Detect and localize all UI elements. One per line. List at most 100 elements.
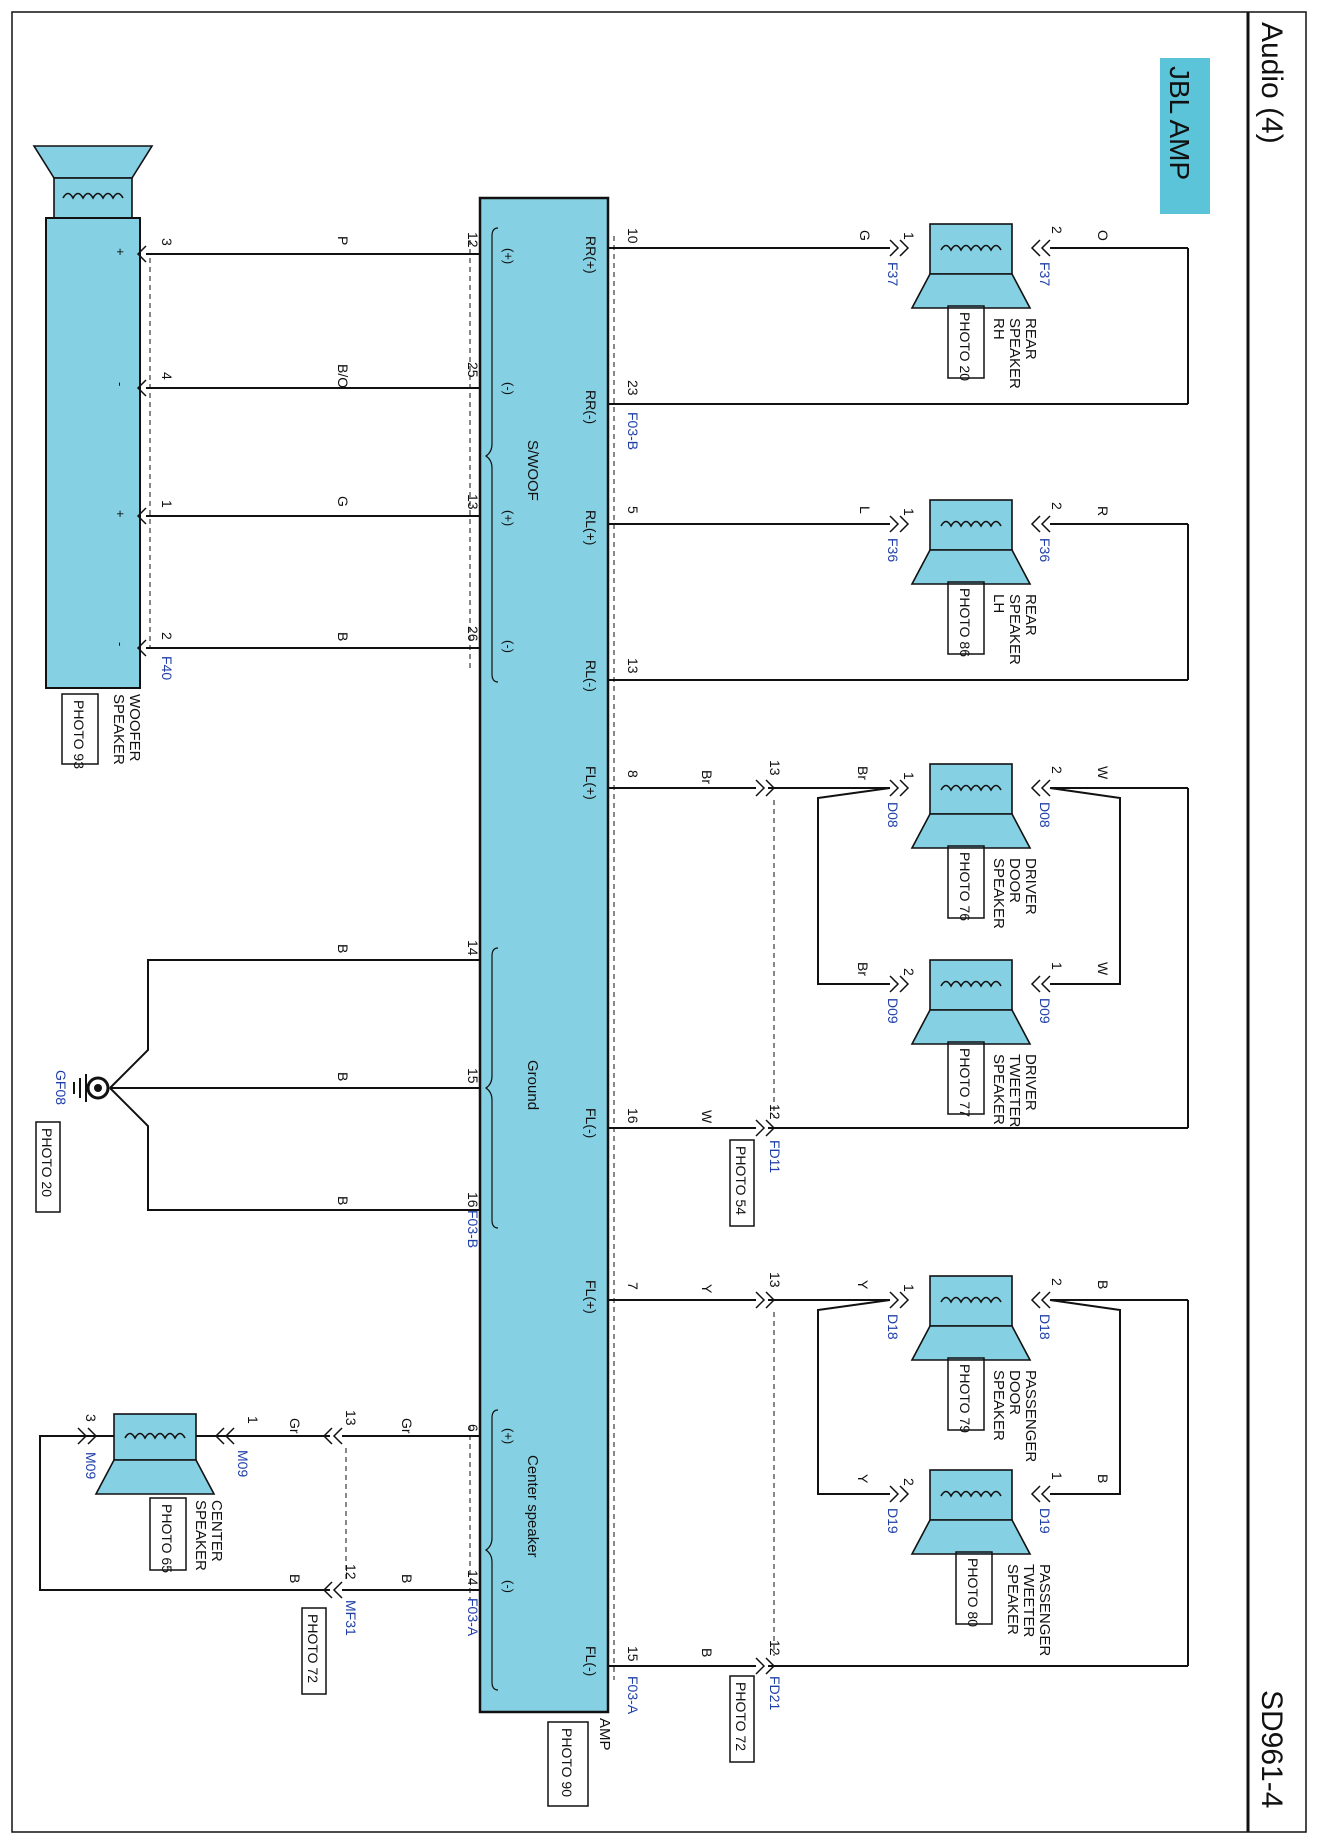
rear-rh-conn-b: F37 bbox=[1037, 262, 1053, 286]
amp-left-pin: 26 bbox=[465, 626, 481, 642]
driver-door-photo: PHOTO 76 bbox=[957, 852, 973, 921]
driver-tweeter-name-3: SPEAKER bbox=[990, 1054, 1007, 1125]
wire-color: B bbox=[335, 944, 351, 953]
driver-tweeter-pin-a: 2 bbox=[901, 968, 917, 976]
rear-lh-pin-a: 1 bbox=[901, 508, 917, 516]
wire-color: P bbox=[335, 236, 351, 245]
passenger-tweeter-photo: PHOTO 80 bbox=[965, 1558, 981, 1627]
driver-tweeter-conn-a: D09 bbox=[885, 998, 901, 1024]
woofer-photo: PHOTO 93 bbox=[71, 700, 87, 769]
wire-color: G bbox=[335, 496, 351, 507]
driver-door-name-1: DRIVER bbox=[1022, 858, 1039, 915]
rear-rh-name-2: SPEAKER bbox=[1006, 318, 1023, 389]
rear-lh-name-3: LH bbox=[990, 594, 1007, 613]
woofer-sign: - bbox=[113, 642, 128, 646]
amp-pin-number: 5 bbox=[625, 506, 641, 514]
passenger-door-wire-a: Y bbox=[855, 1280, 871, 1290]
fd21-photo: PHOTO 72 bbox=[733, 1682, 749, 1751]
mf31-wire-bot: B bbox=[287, 1574, 303, 1583]
amp-left-sign: (-) bbox=[501, 1580, 516, 1593]
amp-pin-number: 10 bbox=[625, 228, 641, 244]
woofer-sign: - bbox=[113, 382, 128, 386]
jbl-amp-label: JBL AMP bbox=[1164, 66, 1195, 180]
rear-rh-conn-a: F37 bbox=[885, 262, 901, 286]
rear-lh-photo: PHOTO 86 bbox=[957, 588, 973, 657]
fd11-conn: FD11 bbox=[767, 1140, 783, 1173]
woofer-pin: 4 bbox=[159, 372, 175, 380]
wire-color: B bbox=[335, 1196, 351, 1205]
amp-group-swoof: S/WOOF bbox=[524, 440, 541, 501]
ground-symbol bbox=[73, 1074, 110, 1102]
rear-rh-name-3: RH bbox=[990, 318, 1007, 340]
center-pin-a: 1 bbox=[245, 1416, 261, 1424]
amp-pin-label: FL(-) bbox=[583, 1646, 599, 1676]
driver-door-pin-a: 1 bbox=[901, 772, 917, 780]
rear-lh-wire-b: R bbox=[1095, 506, 1111, 516]
wire-color: B/O bbox=[335, 364, 351, 388]
amp-pin-number: 16 bbox=[625, 1108, 641, 1124]
passenger-tweeter-pin-a: 2 bbox=[901, 1478, 917, 1486]
wire-color: Gr bbox=[399, 1418, 415, 1434]
amp-left-sign: (-) bbox=[501, 382, 516, 395]
passenger-tweeter-wire-a: Y bbox=[855, 1474, 871, 1484]
ground-conn: GF08 bbox=[53, 1070, 69, 1105]
woofer-sign: + bbox=[113, 510, 128, 518]
rear-rh-pin-b: 2 bbox=[1049, 226, 1065, 234]
driver-door-wire-b: W bbox=[1095, 766, 1111, 780]
ground-photo: PHOTO 20 bbox=[39, 1128, 55, 1197]
mf31-pin-bot: 12 bbox=[343, 1564, 359, 1580]
passenger-door-photo: PHOTO 79 bbox=[957, 1364, 973, 1433]
driver-tweeter-wire-b: W bbox=[1095, 962, 1111, 976]
fd11-wire-top: Br bbox=[699, 770, 715, 784]
mf31-wire-top: Gr bbox=[287, 1418, 303, 1434]
amp-pin-label: FL(+) bbox=[583, 1280, 599, 1314]
amp-left-pin: 16 bbox=[465, 1192, 481, 1208]
amp-pin-number: 13 bbox=[625, 658, 641, 674]
amp-pin-label: FL(+) bbox=[583, 766, 599, 800]
driver-door-name-3: SPEAKER bbox=[990, 858, 1007, 929]
woofer-pin: 2 bbox=[159, 632, 175, 640]
amp-photo: PHOTO 90 bbox=[559, 1728, 575, 1797]
passenger-door-pin-b: 2 bbox=[1049, 1278, 1065, 1286]
amp-pin-number: 7 bbox=[625, 1282, 641, 1290]
fd11-pin-top: 13 bbox=[767, 760, 783, 776]
amp-pin-label: RL(+) bbox=[583, 510, 599, 545]
amp-left-sign: (+) bbox=[501, 248, 516, 264]
center-name-1: CENTER bbox=[208, 1500, 225, 1562]
amp-pin-label: RL(-) bbox=[583, 660, 599, 692]
amp-right-pins bbox=[608, 236, 1188, 1680]
amp-left-pin: 14 bbox=[465, 940, 481, 956]
passenger-door-name-2: DOOR bbox=[1006, 1370, 1023, 1415]
driver-tweeter-name-2: TWEETER bbox=[1006, 1054, 1023, 1127]
brace-swoof bbox=[484, 227, 499, 683]
fd21-conn: FD21 bbox=[767, 1676, 783, 1710]
amp-connector-f03a: F03-A bbox=[625, 1676, 641, 1715]
amp-pin-number: 15 bbox=[625, 1646, 641, 1662]
brace-center bbox=[484, 1409, 499, 1691]
passenger-door-name-1: PASSENGER bbox=[1022, 1370, 1039, 1462]
brace-ground bbox=[484, 947, 499, 1229]
amp-left-pin: 12 bbox=[465, 232, 481, 248]
passenger-tweeter-name-3: SPEAKER bbox=[1004, 1564, 1021, 1635]
fd11-photo: PHOTO 54 bbox=[733, 1146, 749, 1215]
rear-rh-photo: PHOTO 20 bbox=[957, 312, 973, 381]
center-photo: PHOTO 65 bbox=[159, 1504, 175, 1573]
mf31-conn: MF31 bbox=[343, 1600, 359, 1636]
center-conn-a: M09 bbox=[235, 1450, 251, 1477]
woofer-pin: 1 bbox=[159, 500, 175, 508]
amp-left-pin: 25 bbox=[465, 362, 481, 378]
wire-color: B bbox=[335, 1072, 351, 1081]
fd11-wire-bot: W bbox=[699, 1110, 715, 1124]
passenger-tweeter-name-2: TWEETER bbox=[1020, 1564, 1037, 1637]
jbl-amp-badge bbox=[1160, 58, 1210, 214]
amp-pin-label: FL(-) bbox=[583, 1108, 599, 1138]
rear-lh-name-2: SPEAKER bbox=[1006, 594, 1023, 665]
amp-pin-number: 23 bbox=[625, 380, 641, 396]
rear-rh-wire-a: G bbox=[857, 230, 873, 241]
rear-rh-name-1: REAR bbox=[1022, 318, 1039, 360]
woofer-sign: + bbox=[113, 248, 128, 256]
fd11-pin-bot: 12 bbox=[767, 1104, 783, 1120]
driver-door-wire-a: Br bbox=[855, 766, 871, 780]
amp-group-center: Center speaker bbox=[524, 1455, 541, 1558]
passenger-tweeter-wire-b: B bbox=[1095, 1474, 1111, 1483]
